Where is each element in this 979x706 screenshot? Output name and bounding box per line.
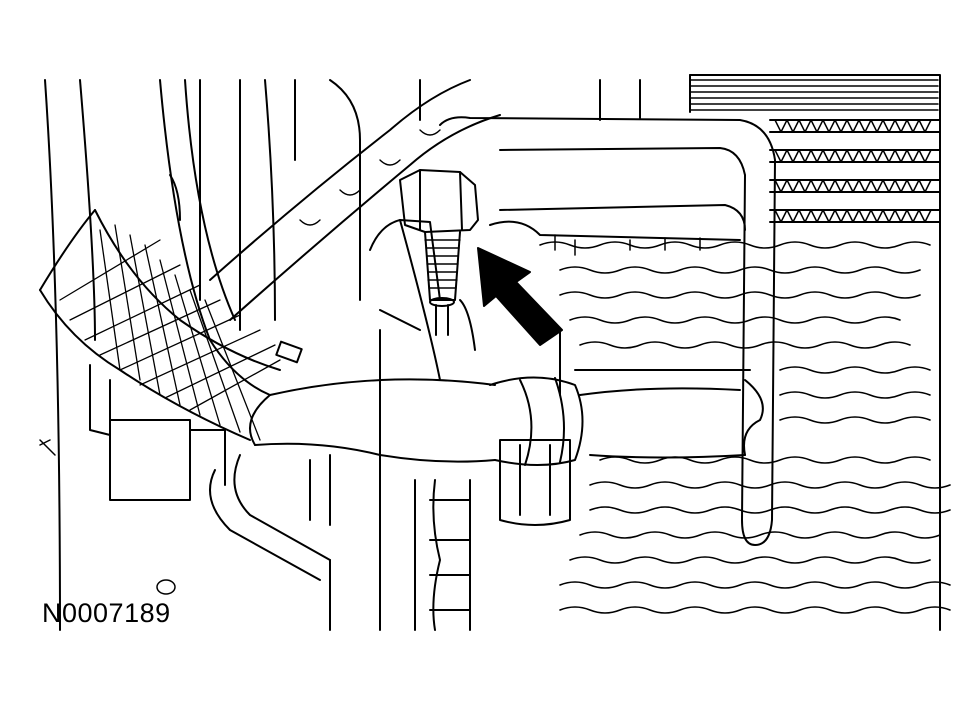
lower-pipe — [209, 454, 331, 581]
braided-hose — [39, 209, 303, 441]
radiator-side-tank — [439, 116, 776, 546]
hose-clamp — [489, 376, 584, 526]
radiator-wavy-fins — [539, 241, 951, 614]
radiator-hose — [249, 378, 764, 463]
radiator-fin-lines — [774, 119, 932, 223]
fan-shroud — [44, 79, 641, 631]
misc-details — [39, 234, 701, 595]
figure-reference-number: N0007189 — [42, 598, 171, 628]
sensor-housing — [369, 219, 476, 381]
coolant-tank — [329, 329, 471, 631]
bolt — [399, 169, 479, 336]
radiator-tube-rows — [769, 119, 941, 223]
arrow-icon — [477, 247, 563, 346]
upper-hose — [209, 79, 501, 321]
radiator-core — [539, 74, 951, 631]
radiator-top-fins — [689, 79, 939, 111]
